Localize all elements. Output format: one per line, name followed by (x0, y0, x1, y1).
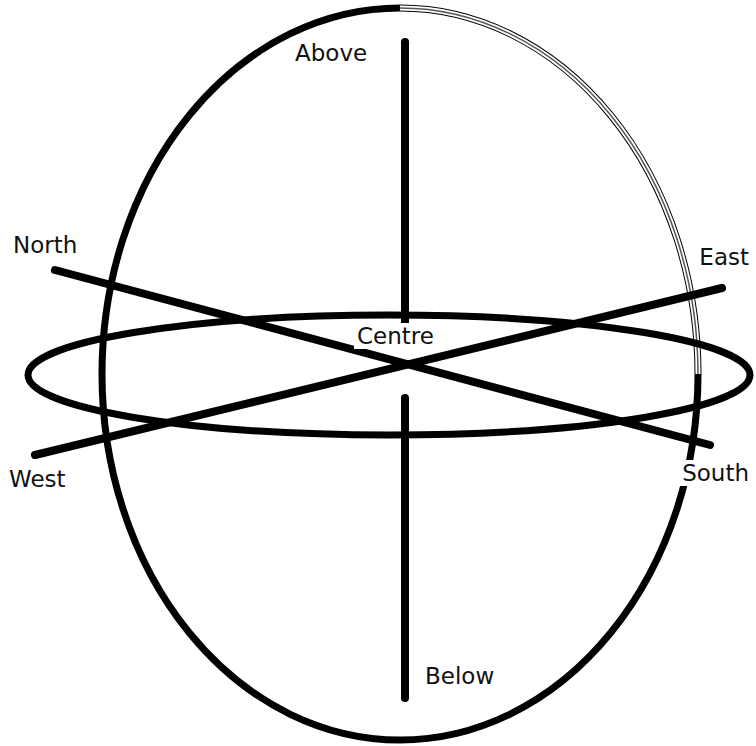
direction-label: Below (422, 663, 497, 689)
direction-label: North (10, 232, 80, 258)
horizon-ring (28, 315, 750, 435)
west-east-axis (35, 288, 722, 455)
outer-sphere (102, 8, 698, 740)
below-axis (401, 398, 409, 698)
direction-label: Above (292, 40, 370, 66)
direction-label: South (679, 460, 752, 486)
north-south-axis (55, 270, 710, 445)
direction-label: West (6, 466, 69, 492)
direction-label: Centre (354, 323, 437, 349)
direction-label: East (696, 244, 752, 270)
above-axis (401, 42, 409, 335)
